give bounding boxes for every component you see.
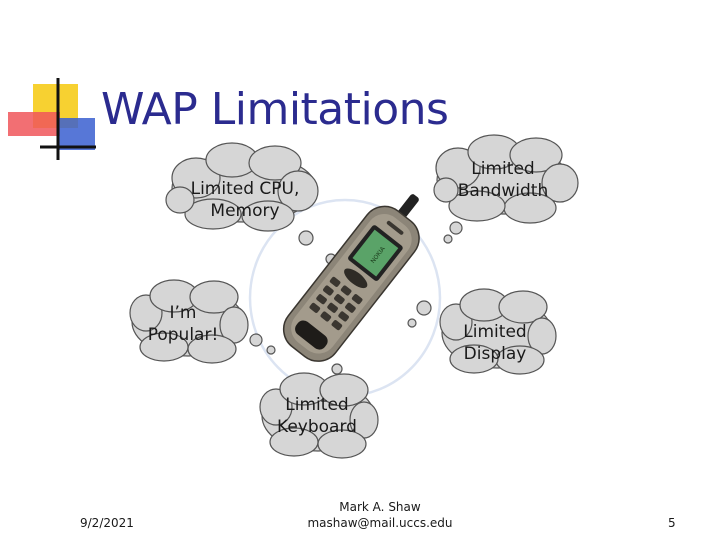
cloud-keyboard: [259, 372, 379, 459]
cloud-popular-line1: I’m: [169, 303, 197, 323]
footer-author-name: Mark A. Shaw: [339, 500, 421, 514]
cloud-keyboard-line1: Limited: [285, 395, 349, 415]
cloud-display: [439, 288, 557, 375]
cloud-popular-line2: Popular!: [147, 325, 219, 345]
page-number: 5: [668, 516, 676, 530]
cloud-display-line1: Limited: [463, 322, 527, 342]
footer-author-email: mashaw@mail.uccs.edu: [307, 516, 453, 530]
cloud-keyboard-label: Limited Keyboard: [262, 394, 372, 438]
cloud-cpu-line2: Memory: [210, 201, 280, 221]
cloud-cpu: [165, 142, 319, 232]
cloud-cpu-line1: Limited CPU,: [190, 179, 300, 199]
cloud-bandwidth-line1: Limited: [471, 159, 535, 179]
cloud-display-label: Limited Display: [445, 321, 545, 365]
cloud-cpu-label: Limited CPU, Memory: [175, 178, 315, 222]
corner-logo-icon: [8, 78, 96, 160]
footer-author: Mark A. Shaw mashaw@mail.uccs.edu: [290, 499, 470, 531]
cloud-popular-label: I’m Popular!: [128, 302, 238, 346]
cloud-popular: [129, 279, 249, 364]
cloud-bandwidth-label: Limited Bandwidth: [438, 158, 568, 202]
cloud-bandwidth: [433, 134, 579, 224]
cloud-bandwidth-line2: Bandwidth: [457, 181, 549, 201]
cloud-keyboard-line2: Keyboard: [277, 417, 357, 437]
slide-title: WAP Limitations: [101, 84, 449, 135]
cloud-display-line2: Display: [463, 344, 527, 364]
footer-date: 9/2/2021: [80, 516, 134, 530]
